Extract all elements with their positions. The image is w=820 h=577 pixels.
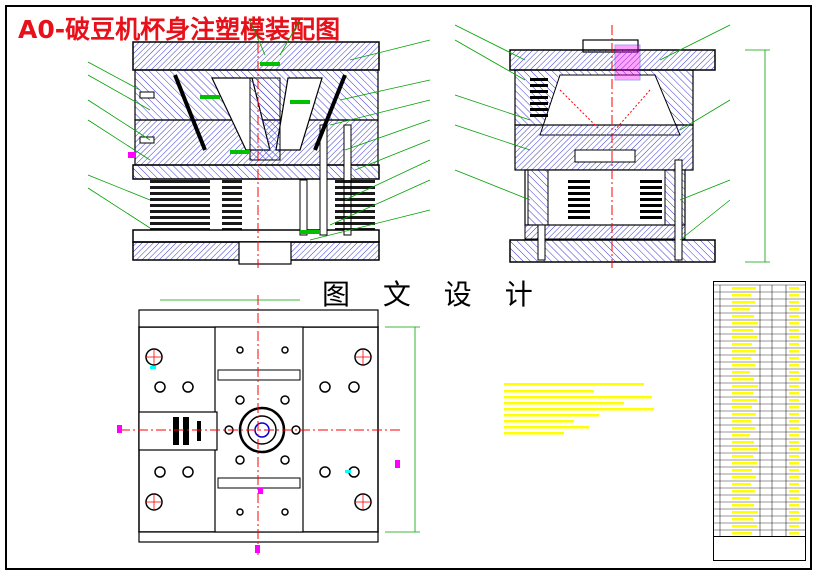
bom-row-text-mark (732, 301, 755, 304)
bom-row-text-mark (789, 315, 799, 318)
bom-row-text-mark (732, 336, 757, 339)
bom-row-text-mark (732, 518, 753, 521)
bom-row-text-mark (789, 525, 799, 528)
bom-row-text-mark (732, 504, 754, 507)
bom-row-text-mark (789, 406, 799, 409)
bom-row-text-mark (732, 497, 750, 500)
bom-row-text-mark (732, 406, 752, 409)
bom-row-text-mark (789, 434, 799, 437)
bom-row-text-mark (789, 511, 799, 514)
bom-row-text-mark (789, 329, 799, 332)
bom-row-text-mark (732, 322, 758, 325)
bom-row-text-mark (732, 532, 752, 535)
bom-row-text-mark (789, 378, 799, 381)
bom-row-text-mark (732, 392, 753, 395)
bom-row-text-mark (732, 448, 758, 451)
bom-row-text-mark (732, 294, 751, 297)
bom-row-text-mark (732, 434, 750, 437)
bom-row-text-mark (789, 532, 799, 535)
bom-row-text-mark (732, 490, 755, 493)
bom-row-text-mark (732, 476, 756, 479)
title-block-footer (714, 536, 805, 560)
bom-row-text-mark (789, 399, 799, 402)
bom-row-text-mark (789, 469, 799, 472)
bom-row-text-mark (732, 287, 756, 290)
bom-row-text-mark (732, 350, 756, 353)
bom-row-text-mark (789, 287, 799, 290)
bom-row-text-mark (789, 343, 799, 346)
drawing-title: A0-破豆机杯身注塑模装配图 (18, 15, 341, 44)
bom-row-text-mark (732, 343, 752, 346)
bom-row-text-mark (789, 364, 799, 367)
bom-row-text-mark (789, 518, 799, 521)
bom-row-text-mark (789, 322, 799, 325)
bom-row-text-mark (789, 497, 799, 500)
bom-row-text-mark (732, 427, 755, 430)
bom-row-text-mark (789, 357, 799, 360)
bom-row-text-mark (732, 371, 750, 374)
bom-row-text-mark (789, 483, 799, 486)
front-section-view (87, 19, 431, 268)
bom-row-text-mark (789, 490, 799, 493)
bom-row-text-mark (732, 378, 754, 381)
bom-row-text-mark (789, 462, 799, 465)
bom-row-text-mark (789, 301, 799, 304)
bom-row-text-mark (789, 392, 799, 395)
top-plan-view (117, 295, 420, 555)
bom-row-text-mark (732, 525, 757, 528)
bom-row-text-mark (732, 511, 758, 514)
bom-row-text-mark (789, 336, 799, 339)
bom-row-text-mark (789, 455, 799, 458)
title-block (713, 281, 806, 561)
bom-row-text-mark (789, 420, 799, 423)
bom-row-text-mark (789, 385, 799, 388)
bom-row-text-mark (732, 469, 752, 472)
bom-row-text-mark (789, 308, 799, 311)
drawing-border (5, 5, 812, 570)
bom-row-text-mark (789, 441, 799, 444)
technical-requirements-block (504, 383, 654, 435)
bom-row-text-mark (732, 441, 754, 444)
bom-row-text-mark (732, 315, 754, 318)
bom-row-text-mark (789, 371, 799, 374)
side-section-view (454, 24, 770, 268)
bom-row-text-mark (732, 462, 757, 465)
bom-row-text-mark (789, 294, 799, 297)
bom-row-text-mark (789, 476, 799, 479)
bom-row-text-mark (732, 357, 751, 360)
bom-row-text-mark (732, 420, 751, 423)
bom-row-text-mark (732, 308, 750, 311)
bom-row-text-mark (789, 427, 799, 430)
bom-row-text-mark (732, 483, 751, 486)
bom-row-text-mark (732, 399, 757, 402)
bom-row-text-mark (732, 455, 753, 458)
watermark-text: 图 文 设 计 (322, 278, 545, 311)
bom-row-text-mark (789, 350, 799, 353)
bom-row-text-mark (732, 364, 755, 367)
bom-row-text-mark (732, 385, 758, 388)
bom-row-text-mark (732, 413, 756, 416)
bom-row-text-mark (732, 329, 753, 332)
bom-row-text-mark (789, 448, 799, 451)
bom-row-text-mark (789, 504, 799, 507)
bom-row-text-mark (789, 413, 799, 416)
